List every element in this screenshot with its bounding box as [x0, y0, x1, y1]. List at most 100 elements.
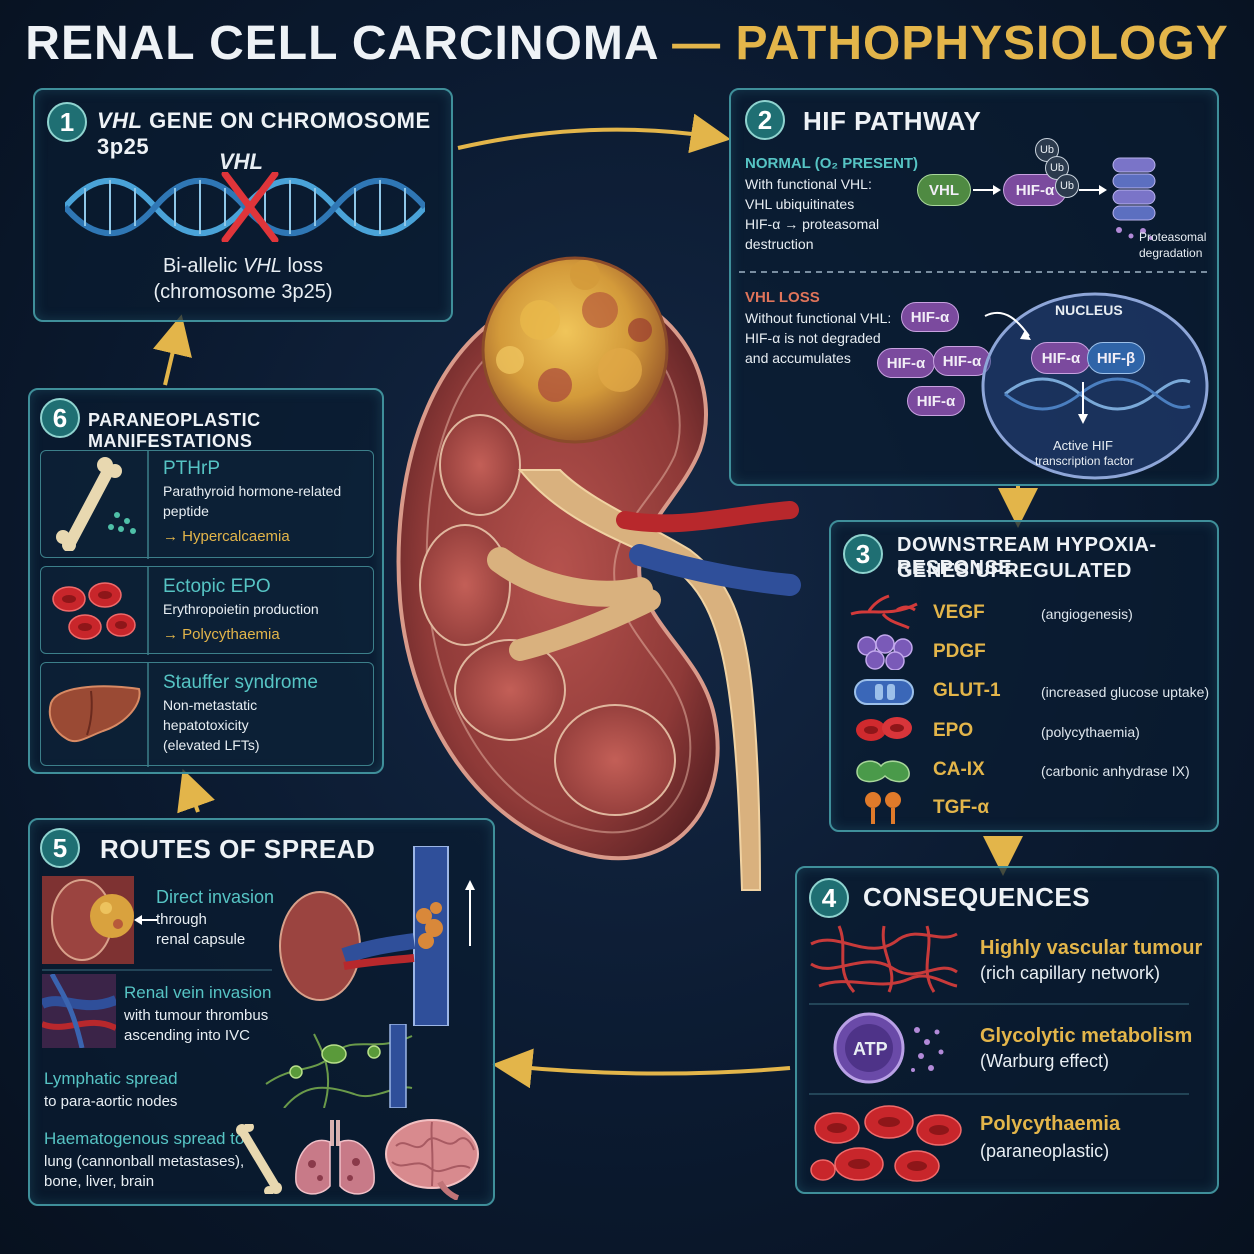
caption-a: Bi-allelic: [162, 255, 243, 277]
renal-vein-text-2: ascending into IVC: [124, 1027, 250, 1044]
proteasome-caption-2: degradation: [1139, 246, 1203, 260]
hif-alpha-pill-b: HIF-α: [877, 348, 935, 378]
panel1-title-rest: GENE ON CHROMOSOME 3p25: [97, 108, 431, 159]
proteasome-icon: [1112, 157, 1156, 240]
card-divider: [147, 663, 149, 767]
normal-text-3: HIF-α → proteasomal: [745, 216, 880, 232]
panel-routes-of-spread: 5 ROUTES OF SPREAD Direct invasion throu…: [28, 818, 495, 1206]
panel3-title-2: GENES UPREGULATED: [897, 560, 1132, 582]
direct-invasion-arrow: [134, 915, 158, 925]
kidney-illustration: [396, 256, 801, 891]
caption-c: loss: [281, 255, 324, 277]
bone-icon: [56, 457, 136, 551]
arrow-vhl-hif: [973, 185, 1001, 195]
gene-glut1: GLUT-1: [933, 680, 1001, 701]
renal-vein-text-1: with tumour thrombus: [124, 1007, 269, 1024]
consequence-1-heading: Highly vascular tumour: [980, 937, 1203, 959]
loss-text-3: and accumulates: [745, 350, 851, 366]
lungs-icon: [295, 1120, 375, 1195]
card-divider: [147, 567, 149, 655]
step-number-2: 2: [745, 100, 785, 140]
arrow-5-to-6: [177, 768, 215, 814]
step-number-3: 3: [843, 534, 883, 574]
caption-line2: (chromosome 3p25): [153, 280, 333, 303]
capillary-network-icon: [810, 925, 958, 993]
cell-atp-icon: [833, 1012, 944, 1084]
panel3-title-1: DOWNSTREAM HYPOXIA-RESPONSE: [897, 534, 1157, 579]
normal-text-1: With functional VHL:: [745, 176, 872, 192]
arrow-6-to-1: [153, 314, 192, 386]
haematogenous-heading: Haematogenous spread to:: [44, 1129, 250, 1148]
panel-downstream-genes: 3 DOWNSTREAM HYPOXIA-RESPONSE GENES UPRE…: [829, 520, 1219, 832]
hif-beta-pill: HIF-β: [1087, 342, 1145, 374]
loss-text-1: Without functional VHL:: [745, 310, 892, 326]
normal-text-2: VHL ubiquitinates: [745, 196, 855, 212]
bone-icon: [236, 1124, 282, 1194]
ub-tag-1: Ub: [1035, 138, 1059, 162]
tumour-mass: [481, 256, 669, 444]
title-separator: —: [672, 17, 722, 70]
panel1-title: VHL GENE ON CHROMOSOME 3p25: [97, 108, 451, 160]
hif-alpha-pill-nucleus: HIF-α: [1031, 342, 1091, 374]
arrow-4-to-5: [492, 1048, 791, 1089]
ectopic-epo-card: Ectopic EPO Erythropoietin production → …: [40, 566, 374, 655]
page-title: RENAL CELL CARCINOMA — PATHOPHYSIOLOGY: [0, 16, 1254, 71]
arrow-hif-proteasome: [1079, 185, 1107, 195]
panel1-caption: Bi-allelic VHL loss (chromosome 3p25): [35, 254, 451, 305]
stauffer-card: Stauffer syndrome Non-metastatic hepatot…: [40, 662, 374, 767]
gene-caix: CA-IX: [933, 759, 985, 780]
receptor-icon: [865, 792, 901, 824]
section-divider: [739, 271, 1211, 273]
flow-arrows: [153, 113, 1038, 1089]
title-part1: RENAL CELL CARCINOMA: [25, 17, 658, 70]
pthrp-result: → Hypercalcaemia: [163, 528, 290, 545]
enzyme-icon: [856, 760, 910, 783]
liver-icon: [48, 685, 141, 743]
consequence-2-sub: (Warburg effect): [980, 1051, 1110, 1071]
gene-pdgf: PDGF: [933, 641, 986, 662]
stauffer-heading: Stauffer syndrome: [163, 672, 318, 693]
loss-heading: VHL LOSS: [745, 289, 820, 306]
proteasome-caption-1: Proteasomal: [1139, 230, 1207, 244]
gene-vegf: VEGF: [933, 602, 985, 623]
step-number-1: 1: [47, 102, 87, 142]
pthrp-card: PTHrP Parathyroid hormone-related peptid…: [40, 450, 374, 559]
vessel-icon: [850, 594, 918, 630]
consequence-3-sub: (paraneoplastic): [980, 1141, 1110, 1161]
gene-tgfa: TGF-α: [933, 797, 989, 818]
gene-epo: EPO: [933, 720, 974, 741]
vhl-pill: VHL: [917, 174, 971, 206]
nucleus-icon: [981, 292, 1209, 480]
red-cell-icon: [856, 717, 912, 741]
hif-alpha-pill-d: HIF-α: [907, 386, 965, 416]
haematogenous-text-2: bone, liver, brain: [44, 1173, 155, 1190]
pthrp-text-1: Parathyroid hormone-related: [163, 483, 342, 499]
line-divider-1: [809, 1003, 1189, 1005]
nucleus-label: NUCLEUS: [1055, 302, 1123, 318]
consequence-2-heading: Glycolytic metabolism: [980, 1025, 1193, 1047]
red-blood-cells-icon: [52, 582, 136, 640]
hif-alpha-pill-a: HIF-α: [901, 302, 959, 332]
panel6-title: PARANEOPLASTIC MANIFESTATIONS: [88, 410, 261, 451]
panel-consequences: 4 CONSEQUENCES Highly vascular tumour (r…: [795, 866, 1219, 1194]
step-number-4: 4: [809, 878, 849, 918]
panel-vhl-gene: 1 VHL GENE ON CHROMOSOME 3p25 VHL Bi-all…: [33, 88, 453, 322]
ub-tag-3: Ub: [1055, 174, 1079, 198]
consequence-3-heading: Polycythaemia: [980, 1113, 1121, 1135]
transporter-icon: [854, 679, 914, 705]
pthrp-heading: PTHrP: [163, 458, 220, 479]
stauffer-text-2: hepatotoxicity: [163, 717, 249, 733]
lymphatic-text: to para-aortic nodes: [44, 1093, 178, 1110]
gene-epo-note: (polycythaemia): [1041, 724, 1140, 740]
line-divider-a: [42, 969, 272, 971]
cell-cluster-icon: [857, 634, 913, 670]
arrow-1-to-2: [457, 113, 731, 154]
direct-invasion-text-2: renal capsule: [156, 931, 246, 948]
direct-invasion-heading: Direct invasion: [156, 887, 275, 907]
lymph-node-icon: [265, 1024, 413, 1108]
consequence-1-sub: (rich capillary network): [980, 963, 1161, 983]
gene-caix-note: (carbonic anhydrase IX): [1041, 763, 1190, 779]
stauffer-text-3: (elevated LFTs): [163, 737, 260, 753]
panel-hif-pathway: 2 HIF PATHWAY NORMAL (O₂ PRESENT) With f…: [729, 88, 1219, 486]
